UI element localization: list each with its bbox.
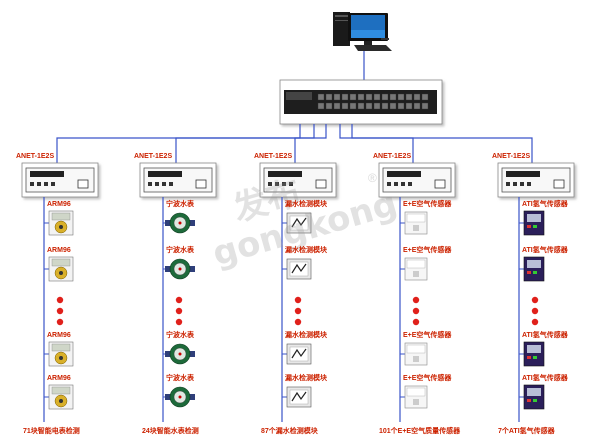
- device-label: 漏水检测模块: [285, 247, 327, 254]
- device-label: E+E空气传感器: [403, 375, 452, 382]
- meter-device-icon: [48, 256, 74, 282]
- device-label: 宁波水表: [166, 332, 194, 339]
- device-label: ATI氢气传感器: [522, 332, 568, 339]
- water-device-icon: [165, 343, 195, 365]
- branch-column: [21, 124, 301, 422]
- device-label: E+E空气传感器: [403, 247, 452, 254]
- gateway-device: [139, 162, 217, 198]
- water-device-icon: [165, 258, 195, 280]
- column-caption: 101个E+E空气质量传感器: [379, 428, 461, 435]
- air-device-icon: [404, 257, 428, 281]
- branch-column: [139, 124, 315, 422]
- water-device-icon: [165, 212, 195, 234]
- gateway-device: [21, 162, 99, 198]
- device-label: 宁波水表: [166, 201, 194, 208]
- leak-device-icon: [286, 212, 312, 234]
- air-device-icon: [404, 342, 428, 366]
- meter-device-icon: [48, 384, 74, 410]
- device-label: 漏水检测模块: [285, 375, 327, 382]
- gas-device-icon: [523, 256, 545, 282]
- ellipsis-dots: [531, 296, 539, 326]
- branch-column: [339, 124, 456, 422]
- device-label: 漏水检测模块: [285, 201, 327, 208]
- gas-device-icon: [523, 210, 545, 236]
- uplink-line: [351, 124, 533, 163]
- watermark-registered: ®: [368, 171, 377, 185]
- device-label: 漏水检测模块: [285, 332, 327, 339]
- meter-device-icon: [48, 210, 74, 236]
- gateway-label: ANET-1E2S: [373, 153, 412, 160]
- device-label: ARM96: [47, 247, 71, 254]
- device-label: ARM96: [47, 332, 71, 339]
- gateway-label: ANET-1E2S: [134, 153, 173, 160]
- leak-device-icon: [286, 343, 312, 365]
- ellipsis-dots: [294, 296, 302, 326]
- gas-device-icon: [523, 341, 545, 367]
- device-label: ARM96: [47, 375, 71, 382]
- device-label: ATI氢气传感器: [522, 201, 568, 208]
- air-device-icon: [404, 211, 428, 235]
- gas-device-icon: [523, 384, 545, 410]
- ellipsis-dots: [56, 296, 64, 326]
- uplink-line: [294, 124, 327, 163]
- device-label: ARM96: [47, 201, 71, 208]
- meter-device-icon: [48, 341, 74, 367]
- gateway-device: [259, 162, 337, 198]
- branch-column: [259, 124, 337, 422]
- device-label: 宁波水表: [166, 247, 194, 254]
- device-label: ATI氢气传感器: [522, 375, 568, 382]
- column-caption: 87个漏水检测模块: [261, 428, 318, 435]
- gateway-device: [378, 162, 456, 198]
- device-label: ATI氢气传感器: [522, 247, 568, 254]
- uplink-line: [175, 124, 315, 163]
- network-switch: [279, 79, 443, 125]
- water-device-icon: [165, 386, 195, 408]
- computer-icon: [333, 12, 392, 51]
- ellipsis-dots: [412, 296, 420, 326]
- gateway-label: ANET-1E2S: [16, 153, 55, 160]
- gateway-label: ANET-1E2S: [492, 153, 531, 160]
- leak-device-icon: [286, 258, 312, 280]
- ellipsis-dots: [175, 296, 183, 326]
- device-label: E+E空气传感器: [403, 201, 452, 208]
- column-caption: 71块智能电表检测: [23, 428, 80, 435]
- device-label: E+E空气传感器: [403, 332, 452, 339]
- air-device-icon: [404, 385, 428, 409]
- device-label: 宁波水表: [166, 375, 194, 382]
- column-caption: 7个ATI氢气传感器: [498, 428, 555, 435]
- branch-column: [351, 124, 575, 422]
- gateway-device: [497, 162, 575, 198]
- gateway-label: ANET-1E2S: [254, 153, 293, 160]
- column-caption: 24块智能水表检测: [142, 428, 199, 435]
- leak-device-icon: [286, 386, 312, 408]
